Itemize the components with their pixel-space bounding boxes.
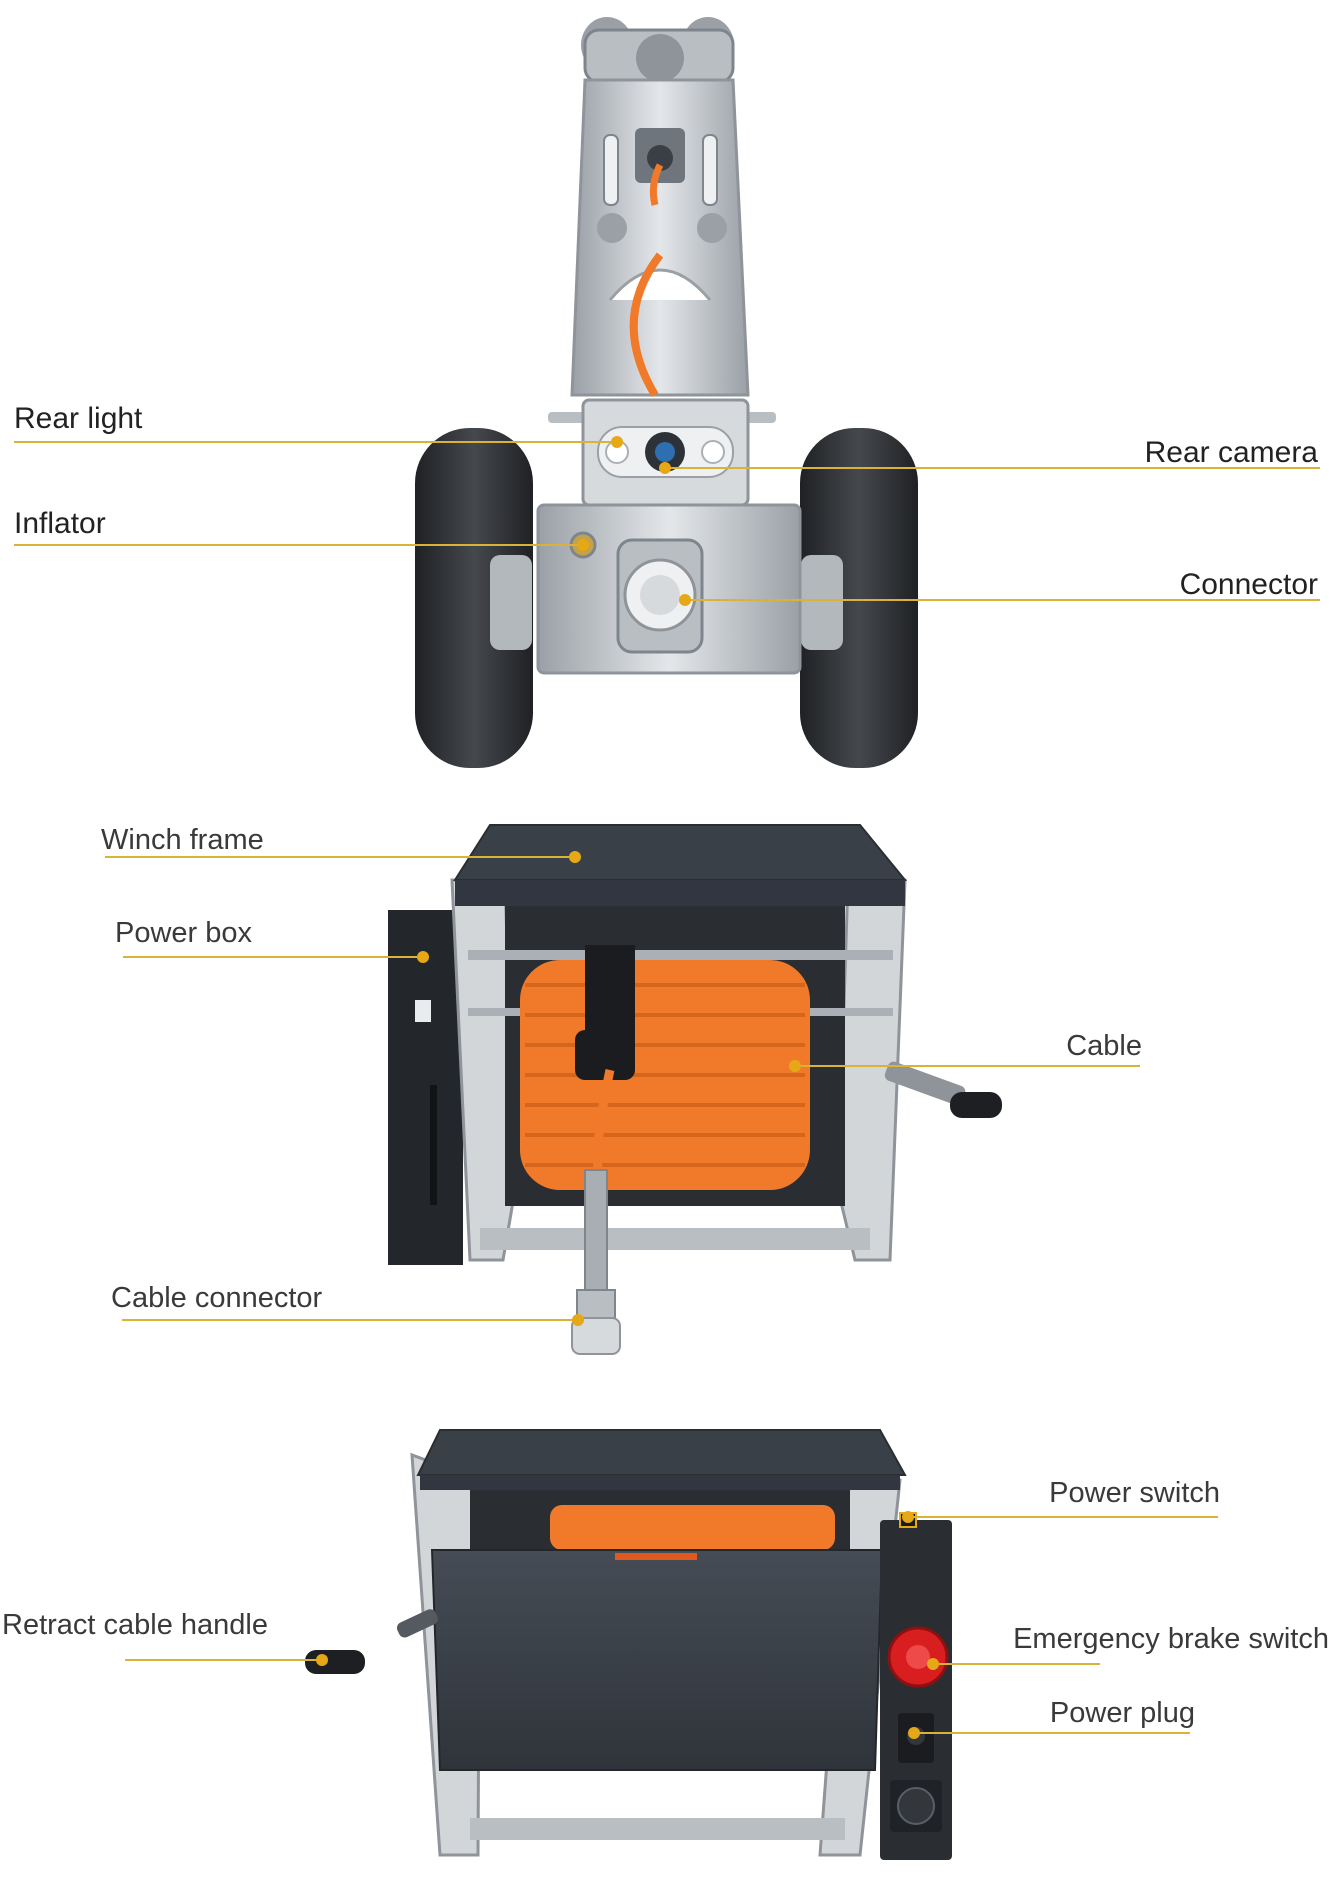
right-wheel <box>800 428 918 768</box>
label-winch-frame: Winch frame <box>101 824 264 856</box>
winch-frame-dot <box>569 851 581 863</box>
rear-cover-panel <box>430 1549 884 1771</box>
inflator-dot <box>577 539 589 551</box>
power-plug-dot <box>908 1727 920 1739</box>
label-connector: Connector <box>1180 568 1318 601</box>
label-cable-connector: Cable connector <box>111 1282 323 1314</box>
winch-front-view <box>388 824 1002 1355</box>
winch-back-view <box>305 1429 952 1860</box>
retract-handle-dot <box>316 1654 328 1666</box>
label-rear-light: Rear light <box>14 402 143 435</box>
left-wheel <box>415 428 533 768</box>
rear-camera-dot <box>659 462 671 474</box>
cable-dot <box>789 1060 801 1072</box>
crawler-robot <box>415 17 918 768</box>
callout-labels: Rear light Rear camera Inflator Connecto… <box>2 402 1329 1729</box>
cable-spool <box>520 960 810 1190</box>
winch-crank <box>884 1061 1002 1118</box>
rear-light-dot <box>611 436 623 448</box>
label-retract-cable-handle: Retract cable handle <box>2 1609 268 1641</box>
rear-camera-head <box>548 398 776 507</box>
leader-lines <box>14 441 1320 1734</box>
cable-connector-dot <box>572 1314 584 1326</box>
emergency-brake-dot <box>927 1658 939 1670</box>
crawler-body <box>536 503 802 675</box>
label-rear-camera: Rear camera <box>1145 436 1319 469</box>
connector-dot <box>679 594 691 606</box>
power-box-shape <box>388 910 463 1265</box>
label-emergency-brake-switch: Emergency brake switch <box>1013 1623 1329 1655</box>
label-power-switch: Power switch <box>1049 1477 1220 1509</box>
cable-connector-shape <box>571 1169 621 1355</box>
label-cable: Cable <box>1066 1030 1142 1062</box>
lift-arm <box>570 17 750 398</box>
label-inflator: Inflator <box>14 507 106 540</box>
power-switch-dot <box>902 1511 914 1523</box>
label-power-plug: Power plug <box>1050 1697 1195 1729</box>
leader-dots <box>316 436 939 1739</box>
power-box-dot <box>417 951 429 963</box>
label-power-box: Power box <box>115 917 253 949</box>
power-panel <box>880 1512 952 1860</box>
